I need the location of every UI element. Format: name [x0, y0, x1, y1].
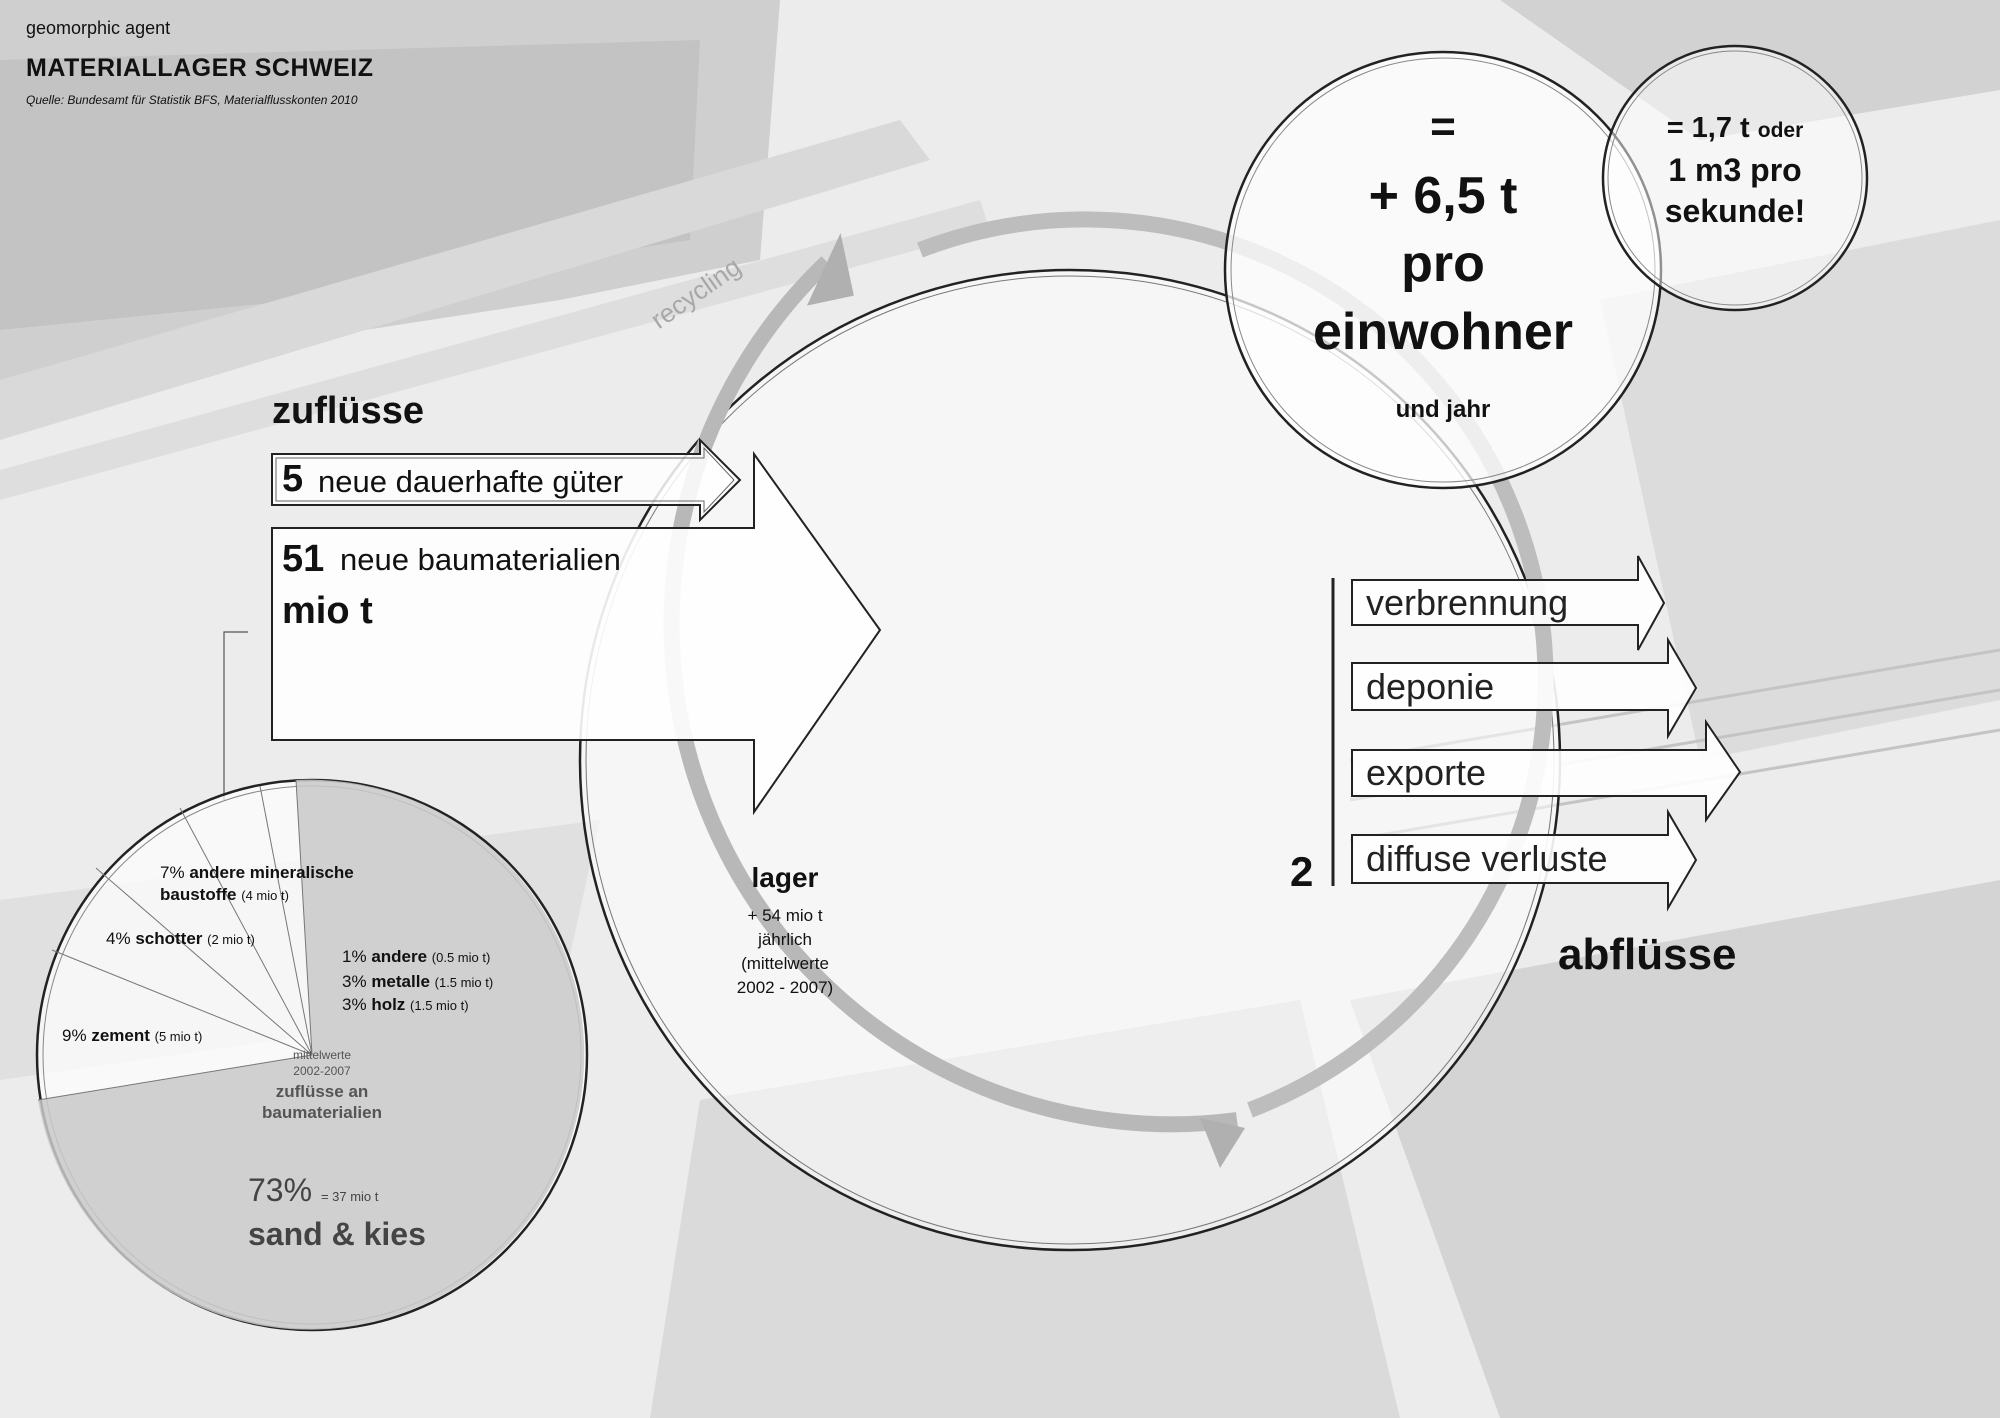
- inflow-arrow-building: [271, 450, 882, 816]
- pie-detail: (0.5 mio t): [431, 950, 491, 965]
- pie-slice-sand-kies: [38, 779, 585, 1330]
- pie-big-name: sand & kies: [248, 1216, 426, 1252]
- outflow-label-deponie: deponie: [1366, 666, 1495, 707]
- outflow-label-exporte: exporte: [1366, 752, 1487, 793]
- outflow-arrow-verbrennung: [1351, 555, 1666, 651]
- pie-detail: (4 mio t): [241, 888, 289, 903]
- per-second-line1: = 1,7 t oder: [1610, 112, 1860, 145]
- per-second-value: = 1,7 t: [1666, 112, 1750, 144]
- pie-name: andere: [371, 947, 428, 966]
- pie-detail: (1.5 mio t): [410, 998, 469, 1013]
- agent-label: geomorphic agent: [26, 18, 171, 38]
- pie-name: schotter: [135, 929, 203, 948]
- pie-center-line1: mittelwerte: [292, 1048, 351, 1062]
- pie-chart: [35, 778, 589, 1332]
- pie-big-detail: = 37 mio t: [320, 1189, 379, 1204]
- per-capita-und-jahr: und jahr: [1395, 396, 1491, 423]
- pie-name: andere mineralische: [189, 863, 354, 882]
- pie-label-andere-mineralische: 7% andere mineralische baustoffe (4 mio …: [160, 862, 354, 907]
- pie-connector: [223, 631, 248, 800]
- pie-label-schotter: 4% schotter (2 mio t): [106, 929, 255, 949]
- pie-label-andere: 1% andere (0.5 mio t): [342, 947, 490, 967]
- pie-label-metalle: 3% metalle (1.5 mio t): [342, 972, 493, 992]
- pie-detail: (5 mio t): [154, 1029, 203, 1044]
- pie-big-pct: 73%: [248, 1172, 313, 1208]
- page-title: MATERIALLAGER SCHWEIZ: [26, 54, 374, 82]
- pie-name: holz: [371, 995, 406, 1014]
- pie-label-zement: 9% zement (5 mio t): [62, 1026, 202, 1046]
- outflow-label-verbrennung: verbrennung: [1366, 582, 1569, 623]
- inflow-goods-label: neue dauerhafte güter: [318, 464, 624, 499]
- lager-line1: + 54 mio t: [747, 906, 823, 925]
- pie-detail: (2 mio t): [207, 932, 255, 947]
- pie-center-line2: 2002-2007: [293, 1064, 351, 1078]
- pie-center-title2: baumaterialien: [262, 1103, 382, 1122]
- pie-name-2: baustoffe: [160, 885, 237, 904]
- pie-pct: 9%: [62, 1026, 87, 1045]
- pie-name: zement: [91, 1026, 150, 1045]
- lager-line3: (mittelwerte: [741, 954, 829, 973]
- recycling-arrowhead-bottom: [1200, 1118, 1245, 1168]
- pie-pct: 4%: [106, 929, 131, 948]
- recycling-arrowhead-top: [806, 233, 854, 306]
- per-capita-equals: =: [1430, 102, 1456, 151]
- per-capita-value: + 6,5 t: [1368, 167, 1518, 225]
- pie-pct: 3%: [342, 972, 367, 991]
- pie-detail: (1.5 mio t): [434, 975, 494, 990]
- recycling-ring: [663, 256, 1239, 1133]
- outflows-heading: abflüsse: [1558, 930, 1737, 979]
- outflow-label-diffuse: diffuse verluste: [1366, 838, 1608, 879]
- inflow-arrow-goods: [271, 437, 742, 523]
- lager-line4: 2002 - 2007): [736, 978, 834, 997]
- inflow-unit: mio t: [282, 590, 373, 632]
- pie-big-pct-line: 73% = 37 mio t: [248, 1172, 378, 1209]
- pie-label-holz: 3% holz (1.5 mio t): [342, 995, 469, 1015]
- outflow-arrow-diffuse: [1351, 808, 1698, 912]
- inflow-building-value: 51: [282, 538, 325, 580]
- outflow-arrow-exporte: [1351, 718, 1742, 824]
- inflow-goods-value: 5: [282, 458, 304, 500]
- pie-name: metalle: [371, 972, 430, 991]
- per-capita-pro: pro: [1401, 235, 1485, 293]
- inflows-heading: zuflüsse: [272, 390, 425, 432]
- pie-pct: 3%: [342, 995, 367, 1014]
- pie-pct: 1%: [342, 947, 367, 966]
- source-note: Quelle: Bundesamt für Statistik BFS, Mat…: [26, 93, 358, 107]
- outflow-value: 2: [1290, 848, 1314, 895]
- pie-center-title1: zuflüsse an: [275, 1082, 369, 1101]
- per-second-oder: oder: [1757, 119, 1804, 142]
- per-second-line3: sekunde!: [1664, 193, 1806, 229]
- per-second-line2: 1 m3 pro: [1668, 152, 1802, 188]
- outflow-arrow-deponie: [1351, 636, 1698, 740]
- lager-title: lager: [751, 862, 819, 893]
- pie-pct: 7%: [160, 863, 185, 882]
- per-second-circle: [1601, 44, 1869, 312]
- per-capita-einwohner: einwohner: [1312, 303, 1574, 361]
- lager-line2: jährlich: [758, 930, 812, 949]
- inflow-building-label: neue baumaterialien: [340, 542, 621, 577]
